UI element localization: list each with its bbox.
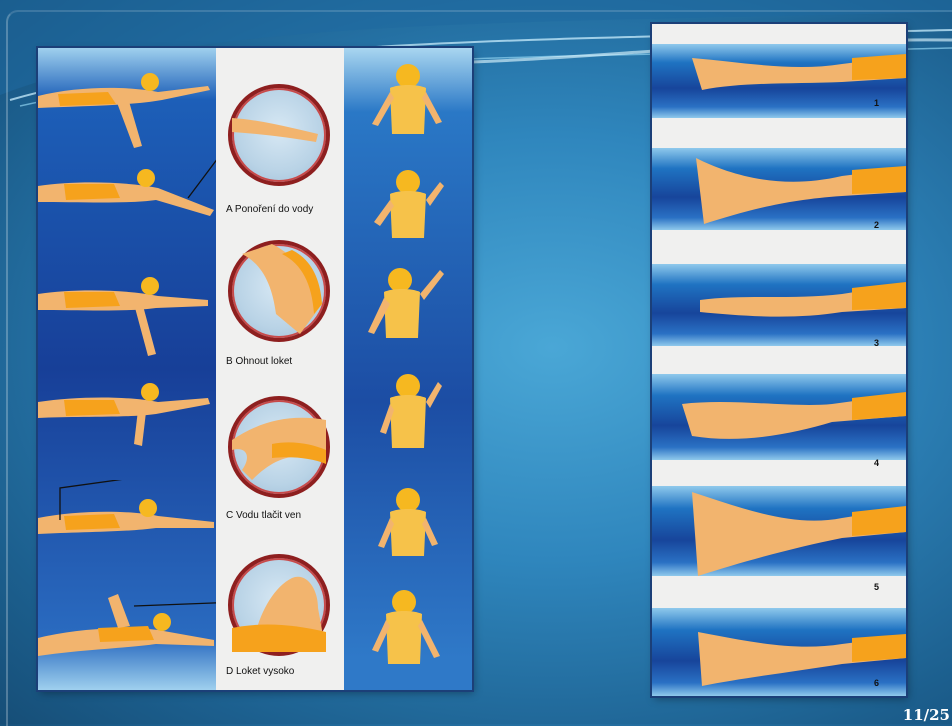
swimmer-side-view-5 [38,480,216,580]
swimmer-legs-3 [652,250,906,358]
detail-circle-a [228,84,330,186]
swimmer-legs-5 [652,478,906,586]
detail-circle-c [228,396,330,498]
swimmer-side-view-6 [38,578,216,678]
frame-number-6: 6 [874,678,879,688]
swimmer-legs-6 [652,592,906,696]
frame-number-3: 3 [874,338,879,348]
kick-frame-5: 5 [652,478,906,586]
frame-number-1: 1 [874,98,879,108]
swimmer-front-view-2 [344,160,472,260]
kick-frame-3: 3 [652,250,906,358]
caption-b: B Ohnout loket [226,356,346,367]
swimmer-legs-1 [652,24,906,132]
swimmer-side-view-3 [38,264,216,364]
caption-a: A Ponoření do vody [226,204,346,215]
kick-frame-2: 2 [652,136,906,244]
swimmer-legs-4 [652,364,906,472]
frame-number-4: 4 [874,458,879,468]
swimmer-front-view-1 [344,54,472,154]
kick-frame-6: 6 [652,592,906,696]
swimmer-side-view-4 [38,370,216,470]
caption-c: C Vodu tlačit ven [226,510,346,521]
swimmer-front-view-3 [344,258,472,358]
frame-number-2: 2 [874,220,879,230]
swimmer-front-view-5 [344,478,472,578]
detail-circle-b [228,240,330,342]
kick-frame-4: 4 [652,364,906,472]
arm-stroke-illustration: A Ponoření do vody B Ohnout loket [38,48,472,690]
page-counter: 11/25 [903,706,950,724]
swimmer-side-view-1 [38,56,216,156]
frame-number-5: 5 [874,582,879,592]
kick-frame-1: 1 [652,24,906,132]
kick-sequence-illustration: 1 2 3 4 5 [652,24,906,696]
swimmer-front-view-6 [344,588,472,688]
detail-circle-d [228,554,330,656]
caption-d: D Loket vysoko [226,666,346,677]
swimmer-legs-2 [652,136,906,244]
swimmer-side-view-2 [38,158,216,258]
swimmer-front-view-4 [344,368,472,468]
